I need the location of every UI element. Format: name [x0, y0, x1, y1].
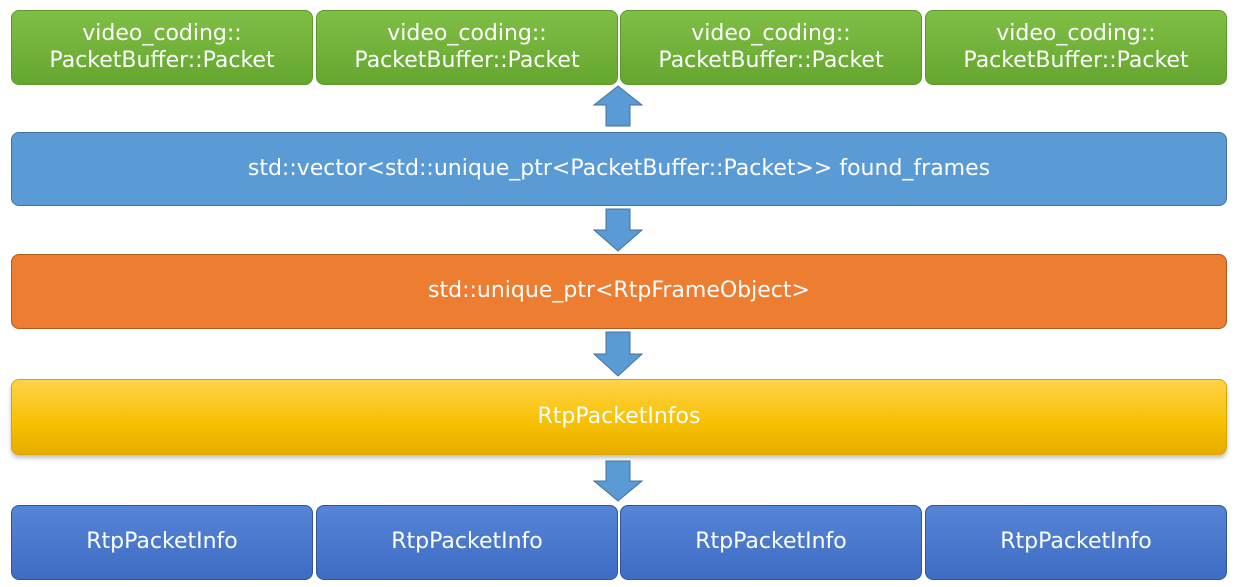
packet-box-label: video_coding:: PacketBuffer::Packet: [354, 21, 580, 73]
packet-info-label: RtpPacketInfo: [86, 529, 238, 555]
packet-box-label: video_coding:: PacketBuffer::Packet: [49, 21, 275, 73]
down-arrow-icon: [592, 460, 644, 502]
packet-box-label: video_coding:: PacketBuffer::Packet: [963, 21, 1189, 73]
down-arrow-icon: [592, 208, 644, 252]
packet-box: video_coding:: PacketBuffer::Packet: [316, 10, 618, 85]
packet-box: video_coding:: PacketBuffer::Packet: [925, 10, 1227, 85]
packet-infos-label: RtpPacketInfos: [537, 403, 701, 429]
frame-object-label: std::unique_ptr<RtpFrameObject>: [428, 278, 810, 304]
down-arrow-icon: [592, 331, 644, 377]
packet-info-box: RtpPacketInfo: [11, 505, 313, 580]
frame-object-box: std::unique_ptr<RtpFrameObject>: [11, 254, 1227, 329]
packet-box: video_coding:: PacketBuffer::Packet: [620, 10, 922, 85]
packet-info-label: RtpPacketInfo: [391, 529, 543, 555]
packet-box: video_coding:: PacketBuffer::Packet: [11, 10, 313, 85]
up-arrow-icon: [592, 85, 644, 127]
packet-info-label: RtpPacketInfo: [1000, 529, 1152, 555]
found-frames-box: std::vector<std::unique_ptr<PacketBuffer…: [11, 132, 1227, 206]
packet-info-box: RtpPacketInfo: [620, 505, 922, 580]
packet-info-box: RtpPacketInfo: [925, 505, 1227, 580]
found-frames-label: std::vector<std::unique_ptr<PacketBuffer…: [247, 155, 991, 181]
packet-info-box: RtpPacketInfo: [316, 505, 618, 580]
packet-info-label: RtpPacketInfo: [695, 529, 847, 555]
packet-box-label: video_coding:: PacketBuffer::Packet: [658, 21, 884, 73]
packet-infos-box: RtpPacketInfos: [11, 379, 1227, 455]
